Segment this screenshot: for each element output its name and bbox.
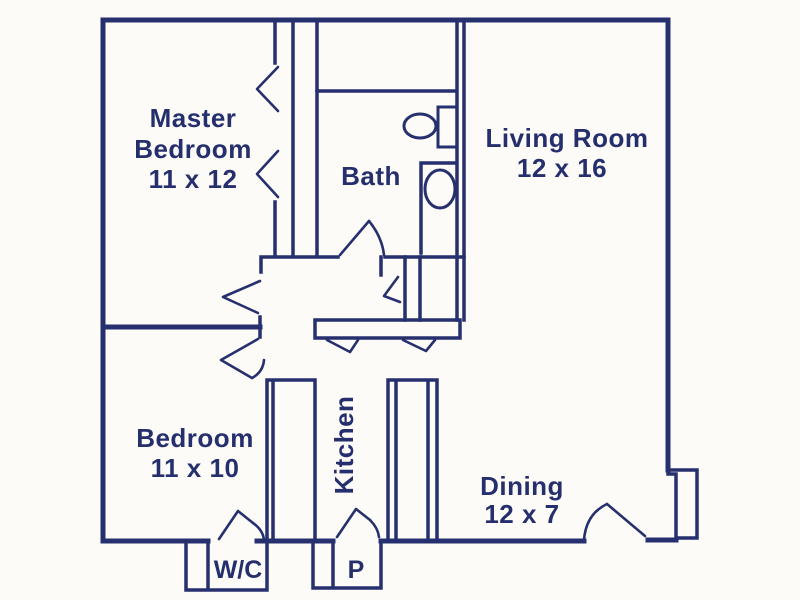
bedroom-label: Bedroom bbox=[136, 423, 254, 453]
bath-door-panel bbox=[338, 219, 371, 257]
bedroom-size-label: 11 x 10 bbox=[151, 453, 240, 483]
bar-stool-mark-right bbox=[401, 338, 437, 353]
kitchen-dining-counter-block bbox=[386, 378, 439, 543]
entry-nook-walls bbox=[666, 468, 699, 540]
bath-label: Bath bbox=[341, 161, 401, 191]
bedroom-kitchen-wall-path bbox=[265, 378, 317, 543]
entry-nook-path bbox=[666, 468, 699, 540]
wc-label: W/C bbox=[214, 556, 263, 584]
room-labels: Master Bedroom 11 x 12 Bath Living Room … bbox=[134, 103, 648, 584]
bedroom-door-panel bbox=[219, 337, 260, 380]
master-bedroom-label-line1: Master bbox=[150, 103, 237, 133]
bath-fixtures bbox=[402, 105, 459, 210]
entry-door-panel bbox=[605, 502, 647, 538]
bath-door-swing bbox=[367, 219, 386, 257]
toilet-icon bbox=[423, 168, 457, 210]
bedroom-kitchen-wall bbox=[265, 378, 317, 543]
dining-size-label: 12 x 7 bbox=[484, 499, 559, 529]
master-closet-walls bbox=[259, 18, 340, 274]
outer-walls bbox=[100, 17, 679, 544]
master-closet-bifold-door-upper bbox=[255, 65, 280, 113]
wc-closet-path bbox=[184, 539, 269, 592]
hall-wall bbox=[379, 255, 466, 277]
master-closet-bifold-door-lower bbox=[255, 149, 280, 199]
pantry-door-panel bbox=[335, 507, 372, 539]
pantry-closet-walls bbox=[311, 539, 383, 590]
kitchen-label: Kitchen bbox=[329, 396, 359, 495]
master-closet-path bbox=[259, 18, 340, 274]
hall-wall-path bbox=[379, 255, 466, 277]
wc-door-swing bbox=[251, 521, 266, 542]
doors bbox=[217, 65, 647, 542]
bedroom-door-swing bbox=[250, 358, 266, 380]
pantry-closet-path bbox=[311, 539, 383, 590]
vanity-counter bbox=[436, 105, 459, 149]
entry-door-swing bbox=[582, 502, 609, 542]
master-bedroom-door bbox=[221, 279, 262, 315]
utility-closet-door bbox=[382, 275, 402, 304]
living-room-size-label: 12 x 16 bbox=[517, 153, 607, 183]
utility-closet-path bbox=[403, 255, 422, 322]
master-bedroom-size-label: 11 x 12 bbox=[149, 164, 238, 194]
outer-wall-path bbox=[100, 17, 679, 544]
pantry-door-swing bbox=[368, 518, 381, 539]
bath-walls bbox=[315, 18, 466, 322]
master-bedroom-label-line2: Bedroom bbox=[134, 134, 252, 164]
sink-icon bbox=[402, 112, 438, 140]
bar-stool-mark-left bbox=[325, 338, 360, 354]
utility-closet-walls bbox=[403, 255, 422, 322]
kitchen-dining-counter-path bbox=[386, 378, 439, 543]
wc-closet-walls bbox=[184, 539, 269, 592]
bar-counter-rect bbox=[313, 318, 462, 340]
kitchen-bar-counter bbox=[313, 318, 462, 354]
pantry-label: P bbox=[348, 556, 365, 584]
bath-wall-path bbox=[315, 18, 466, 322]
dining-label: Dining bbox=[480, 471, 564, 501]
living-room-label: Living Room bbox=[486, 123, 649, 153]
bedroom-divider-wall bbox=[100, 315, 263, 339]
wc-door-panel bbox=[217, 509, 255, 541]
